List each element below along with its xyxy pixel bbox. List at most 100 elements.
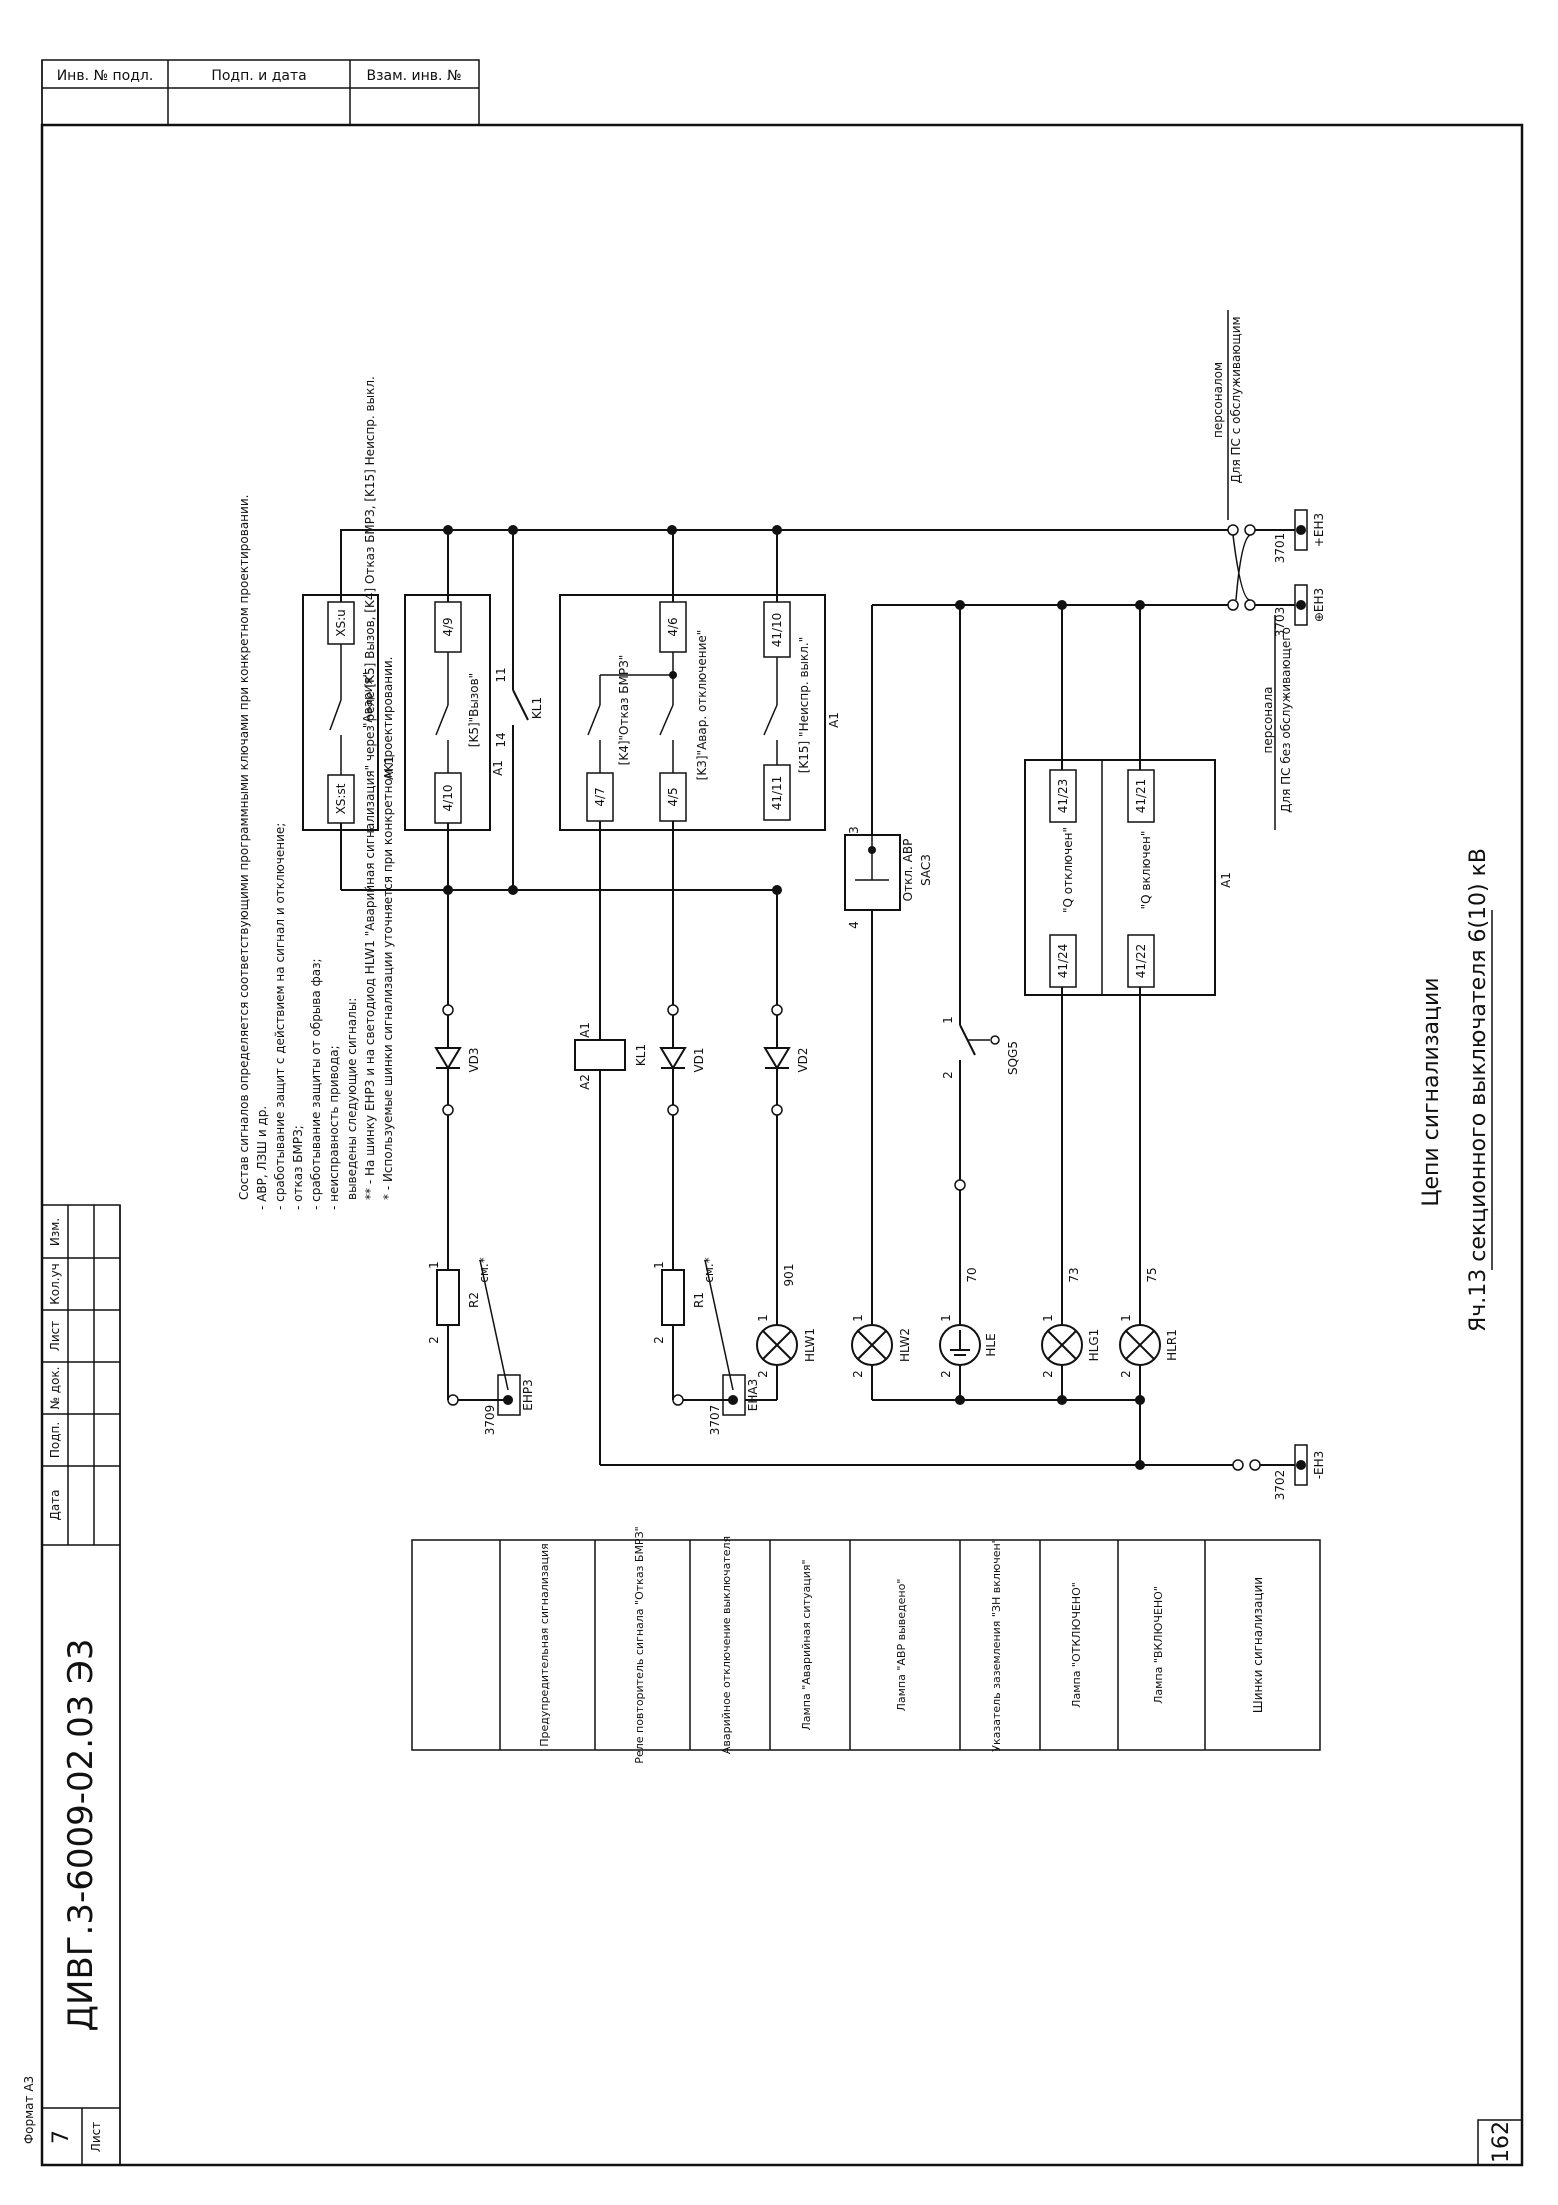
rev-head-data: Дата <box>48 1489 62 1520</box>
ehp3-num: 3709 <box>483 1405 497 1436</box>
kl1-pin11: 11 <box>494 667 508 682</box>
hlg1-wire: 73 <box>1067 1267 1081 1282</box>
k4-label: [K4]"Отказ БМРЗ" <box>617 655 631 766</box>
kl1-coil <box>574 1039 626 1071</box>
bus-ehp3: см.* EHP3 3709 <box>477 1257 535 1435</box>
rev-head-kol: Кол.уч <box>48 1263 62 1305</box>
bus-eh3-plus-label: +EH3 <box>1312 513 1326 547</box>
bus-eh3-minus-label: -EH3 <box>1312 1451 1326 1480</box>
hlr1-label: HLR1 <box>1165 1329 1179 1361</box>
sac3-label: SAC3 <box>919 854 933 886</box>
k5-bottom: 4/10 <box>441 785 455 812</box>
sheet-number: 162 <box>1489 2121 1514 2163</box>
block-a1-main: 41/10 41/11 [K15] "Неиспр. выкл." 4/6 4/… <box>559 594 841 831</box>
lamp-hlw2: HLW2 1 2 <box>851 1314 912 1378</box>
k5-top: 4/9 <box>441 617 455 636</box>
hlg1-label: HLG1 <box>1087 1329 1101 1362</box>
note-7: - АВР, ЛЗШ и др. <box>255 1106 269 1210</box>
q-off-bottom: 41/24 <box>1056 944 1070 979</box>
hle-pin2: 2 <box>939 1370 953 1378</box>
coil-a1: A1 <box>578 1022 592 1038</box>
stamp-podp-data: Подп. и дата <box>211 68 306 84</box>
switch-sqg5: 1 2 SQG5 <box>941 1016 1020 1079</box>
sac3-pin3: 3 <box>847 826 861 834</box>
note-3: - неисправность привода; <box>327 1045 341 1210</box>
sac3-pin4: 4 <box>847 921 861 929</box>
kl1-pin14: 14 <box>494 732 508 747</box>
k3-bottom: 4/5 <box>666 787 680 806</box>
bus-note-nostaff-1: Для ПС без обслуживающего <box>1279 627 1293 813</box>
rev-head-doc: № док. <box>48 1367 62 1410</box>
doc-code: ДИВГ.3-6009-02.03 Э3 <box>61 1638 101 2031</box>
vd3-label: VD3 <box>467 1047 481 1072</box>
notes: * - Используемые шинки сигнализации уточ… <box>237 376 395 1210</box>
q-off-top: 41/23 <box>1056 779 1070 814</box>
bus-eh3-minus: -EH3 3702 <box>1273 1444 1326 1501</box>
q-on-top: 41/21 <box>1134 779 1148 814</box>
hlw2-pin2: 2 <box>851 1370 865 1378</box>
k15-bottom: 41/11 <box>770 776 784 811</box>
q-on-bottom: 41/22 <box>1134 944 1148 979</box>
hlw2-label: HLW2 <box>898 1328 912 1362</box>
k3-top: 4/6 <box>666 617 680 636</box>
sac3-sub-label: Откл. АВР <box>901 839 915 902</box>
hlg1-pin2: 2 <box>1041 1370 1055 1378</box>
bus-note-staff-1: Для ПС с обслуживающим <box>1229 316 1243 483</box>
eha3-sm: см.* <box>702 1257 716 1282</box>
indicator-hle: HLE 1 2 <box>939 1314 998 1378</box>
eha3-num: 3707 <box>708 1405 722 1436</box>
kl1-contact-label: KL1 <box>530 697 544 719</box>
vd2-label: VD2 <box>796 1047 810 1072</box>
legend-earth-indicator: Указатель заземления "ЗН включен" <box>990 1538 1003 1751</box>
rev-head-list: Лист <box>48 1321 62 1351</box>
k5-a1: A1 <box>491 760 505 776</box>
hlr1-wire: 75 <box>1145 1267 1159 1282</box>
r1-pin2: 2 <box>652 1336 666 1344</box>
ehp3-sm: см.* <box>477 1257 491 1282</box>
a1-main-label: A1 <box>827 712 841 728</box>
format-label: Формат А3 <box>22 2076 36 2144</box>
legend-table: Шинки сигнализации Лампа "ВКЛЮЧЕНО" Ламп… <box>411 1526 1321 1764</box>
list-number: 7 <box>49 2130 74 2144</box>
bus-note-nostaff-2: персонала <box>1261 686 1275 753</box>
bus-eh3-minus-num: 3702 <box>1273 1470 1287 1501</box>
kl1-coil-label: KL1 <box>634 1044 648 1066</box>
legend-avr-off: Лампа "АВР выведено" <box>895 1579 908 1712</box>
q-on-label: "Q включен" <box>1139 831 1153 910</box>
ehp3-label: EHP3 <box>521 1379 535 1410</box>
vd1-label: VD1 <box>692 1047 706 1072</box>
rev-head-izm: Изм. <box>48 1218 62 1246</box>
hlr1-pin1: 1 <box>1119 1314 1133 1322</box>
sqg5-pin1: 1 <box>941 1016 955 1024</box>
note-0: * - Используемые шинки сигнализации уточ… <box>381 657 395 1201</box>
r2-pin2: 2 <box>427 1336 441 1344</box>
bus-eh3-flash-num: 3703 <box>1273 607 1287 638</box>
note-4: - сработывание защиты от обрыва фаз; <box>309 958 323 1210</box>
r2-label: R2 <box>467 1292 481 1308</box>
lamp-hlw1: HLW1 1 2 <box>756 1314 817 1378</box>
coil-a2: A2 <box>578 1074 592 1090</box>
k4-bottom: 4/7 <box>593 787 607 806</box>
block-k5: 4/9 4/10 [K5]"Вызов" A1 <box>404 594 505 831</box>
bus-eha3: см.* EHA3 3707 <box>702 1257 760 1435</box>
legend-lamp-on: Лампа "ВКЛЮЧЕНО" <box>1152 1586 1165 1704</box>
hlw1-wire: 901 <box>782 1264 796 1287</box>
contact-kl1: 11 14 KL1 <box>494 530 544 890</box>
lamp-hlr1: HLR1 1 2 <box>1119 1314 1179 1378</box>
ak1-alarm-label: "Авария" <box>361 672 375 728</box>
ak1-xsu: XS:u <box>334 609 348 637</box>
note-8: Состав сигналов определяется соответству… <box>237 495 251 1200</box>
legend-emergency-lamp: Лампа "Аварийная ситуация" <box>800 1559 813 1730</box>
legend-buses: Шинки сигнализации <box>1251 1577 1265 1713</box>
q-off-label: "Q отключен" <box>1061 827 1075 913</box>
hlw1-pin2: 2 <box>756 1370 770 1378</box>
k15-top: 41/10 <box>770 613 784 648</box>
hlw1-pin1: 1 <box>756 1314 770 1322</box>
hlw1-label: HLW1 <box>803 1328 817 1362</box>
sheet-number-box: 162 <box>1477 2119 1523 2166</box>
bus-eh3-flash: ⊕EH3 3703 <box>1227 584 1326 638</box>
ak1-label: AK1 <box>382 756 396 780</box>
hlg1-pin1: 1 <box>1041 1314 1055 1322</box>
k15-label: [K15] "Неиспр. выкл." <box>797 637 811 774</box>
revision-table: Изм. Кол.уч Лист № док. Подп. Дата <box>42 1205 120 1546</box>
